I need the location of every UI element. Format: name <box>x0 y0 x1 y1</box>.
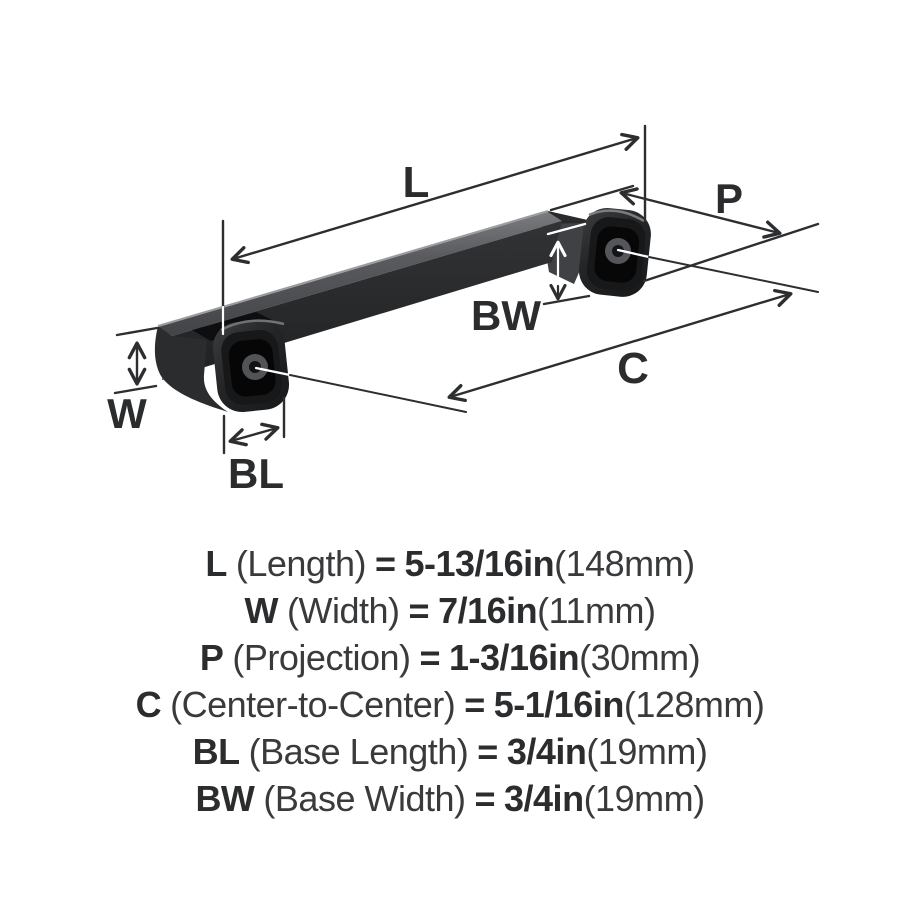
spec-imperial-value: 3/4in <box>504 778 584 819</box>
spec-imperial-value: 5-1/16in <box>493 684 625 725</box>
label-base-length: BL <box>228 450 284 497</box>
handle-left-arm <box>154 326 228 412</box>
front-edge-extension <box>549 184 635 212</box>
handle-dimension-diagram: L P BW C W BL <box>107 124 820 497</box>
left-foot-rim-highlight <box>220 319 285 332</box>
spec-row-center-to-center: C(Center-to-Center)=5-1/16in(128mm) <box>0 681 900 728</box>
label-projection: P <box>715 175 743 222</box>
length-dimension-line <box>230 132 640 265</box>
spec-name: (Center-to-Center) <box>170 684 456 725</box>
handle-right-foot <box>578 207 651 297</box>
label-width: W <box>107 390 147 437</box>
spec-row-width: W(Width)=7/16in(11mm) <box>0 587 900 634</box>
spec-abbr: BL <box>192 731 241 772</box>
left-screw-hole <box>249 361 261 373</box>
spec-imperial-value: 7/16in <box>438 590 538 631</box>
spec-equals: = <box>419 637 441 678</box>
base-length-dimension-arrow <box>228 422 280 447</box>
spec-name: (Length) <box>235 543 367 584</box>
spec-metric-value: (19mm) <box>586 731 708 772</box>
base-width-tick-bottom <box>542 294 591 306</box>
spec-imperial-value: 3/4in <box>506 731 587 772</box>
spec-abbr: BW <box>195 778 255 819</box>
spec-equals: = <box>374 543 396 584</box>
spec-metric-value: (19mm) <box>583 778 706 819</box>
spec-imperial-value: 1-3/16in <box>449 637 580 678</box>
spec-metric-value: (11mm) <box>537 590 656 631</box>
label-center-to-center: C <box>617 344 649 393</box>
center-dimension-line <box>447 288 793 403</box>
spec-abbr: C <box>135 684 162 725</box>
spec-metric-value: (30mm) <box>579 637 701 678</box>
spec-abbr: W <box>244 590 279 631</box>
spec-row-projection: P(Projection)=1-3/16in(30mm) <box>0 634 900 681</box>
spec-row-base-width: BW(Base Width)=3/4in(19mm) <box>0 775 900 822</box>
handle-left-foot <box>212 319 290 413</box>
label-length: L <box>403 158 430 207</box>
spec-name: (Projection) <box>232 637 411 678</box>
spec-imperial-value: 5-13/16in <box>404 543 555 584</box>
spec-row-base-length: BL(Base Length)=3/4in(19mm) <box>0 728 900 775</box>
label-base-width: BW <box>471 292 541 339</box>
measurement-spec-list: L(Length)=5-13/16in(148mm) W(Width)=7/16… <box>0 540 900 822</box>
center-extension-right <box>648 256 819 293</box>
center-extension-left-on-foot <box>254 366 292 377</box>
dimension-labels: L P BW C W BL <box>107 158 743 497</box>
spec-metric-value: (128mm) <box>623 684 765 725</box>
spec-equals: = <box>477 731 498 772</box>
center-extension-left <box>289 374 467 413</box>
projection-dimension-line <box>619 187 782 239</box>
width-tick-bottom <box>113 384 158 395</box>
mounting-surface-line <box>642 222 820 283</box>
spec-name: (Width) <box>287 590 400 631</box>
spec-name: (Base Width) <box>263 778 466 819</box>
spec-name: (Base Length) <box>248 731 469 772</box>
spec-equals: = <box>474 778 496 819</box>
spec-equals: = <box>408 590 430 631</box>
width-tick-top <box>115 326 159 337</box>
handle-illustration <box>154 207 651 413</box>
spec-row-length: L(Length)=5-13/16in(148mm) <box>0 540 900 587</box>
spec-abbr: P <box>199 637 224 678</box>
center-extension-right-on-foot <box>616 248 651 259</box>
spec-equals: = <box>464 684 485 725</box>
spec-metric-value: (148mm) <box>554 543 695 584</box>
base-width-tick-top <box>546 222 587 236</box>
dimension-lines <box>113 124 820 455</box>
spec-abbr: L <box>205 543 227 584</box>
